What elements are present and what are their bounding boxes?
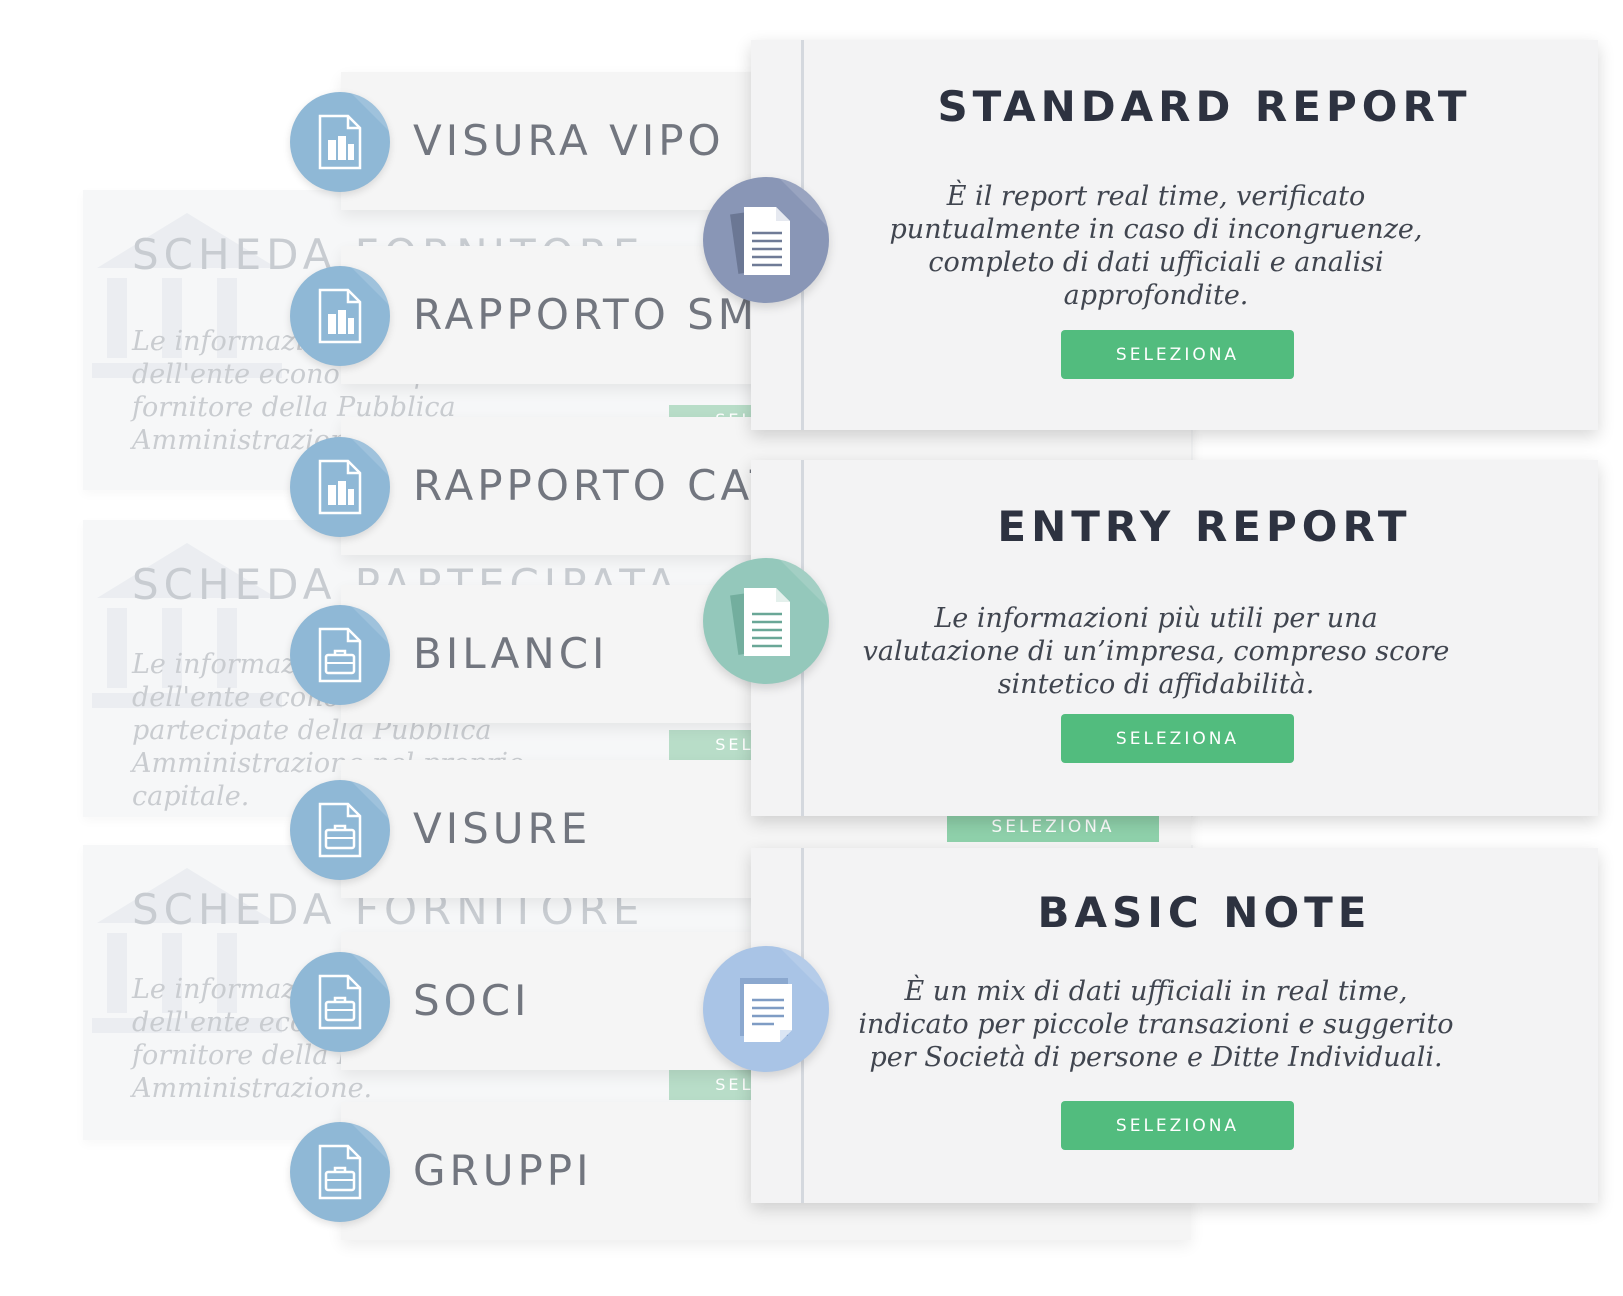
- briefcase-document-icon: [290, 605, 390, 705]
- building-document-icon: [290, 437, 390, 537]
- card-title: BASIC NOTE: [1037, 888, 1372, 937]
- card-title: STANDARD REPORT: [937, 82, 1472, 131]
- select-button[interactable]: SELEZIONA: [947, 812, 1159, 842]
- briefcase-document-icon: [290, 952, 390, 1052]
- report-card-standard: STANDARD REPORT È il report real time, v…: [751, 40, 1598, 430]
- select-button[interactable]: SELEZIONA: [1061, 1101, 1294, 1150]
- select-button[interactable]: SELEZIONA: [1061, 714, 1294, 763]
- list-item-label: GRUPPI: [413, 1146, 593, 1195]
- briefcase-document-icon: [290, 1122, 390, 1222]
- card-description: È il report real time, verificato puntua…: [889, 181, 1423, 311]
- select-button[interactable]: SELEZIONA: [1061, 330, 1294, 379]
- report-card-entry: ENTRY REPORT Le informazioni più utili p…: [751, 460, 1598, 816]
- institution-icon: [92, 543, 282, 708]
- building-document-icon: [290, 266, 390, 366]
- card-description: È un mix di dati ufficiali in real time,…: [858, 976, 1454, 1073]
- card-title: ENTRY REPORT: [997, 502, 1412, 551]
- note-document-icon: [703, 946, 829, 1072]
- card-description: Le informazioni più utili per una valuta…: [862, 603, 1450, 700]
- list-item-label: VISURE: [413, 804, 592, 853]
- stacked-documents-icon: [703, 558, 829, 684]
- list-item-label: SOCI: [413, 976, 531, 1025]
- institution-icon: [92, 868, 282, 1033]
- stacked-documents-icon: [703, 177, 829, 303]
- institution-icon: [92, 213, 282, 378]
- list-item-label: VISURA VIPO: [413, 116, 725, 165]
- report-card-basic-note: BASIC NOTE È un mix di dati ufficiali in…: [751, 848, 1598, 1203]
- briefcase-document-icon: [290, 780, 390, 880]
- building-document-icon: [290, 92, 390, 192]
- list-item-label: BILANCI: [413, 629, 609, 678]
